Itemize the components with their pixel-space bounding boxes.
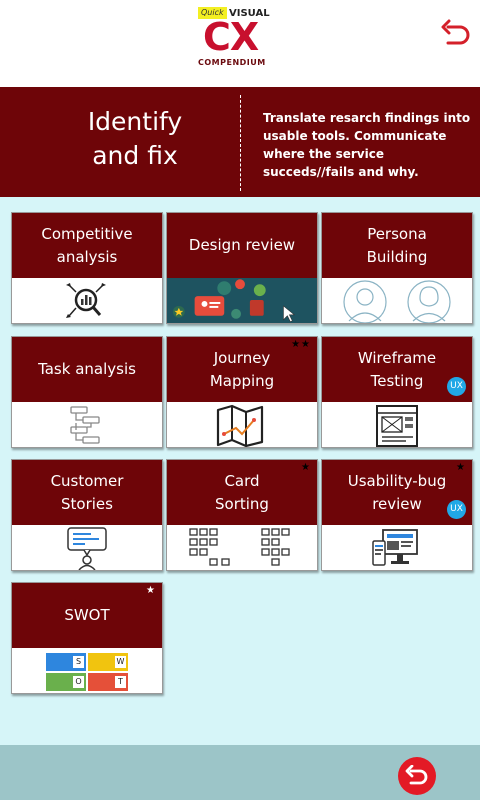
back-arrow-icon[interactable] [440,18,472,50]
section-title: Identify and fix [87,107,183,170]
cx-compendium-logo: Quick VISUAL CX COMPENDIUM [190,4,290,70]
card-customer-stories[interactable]: Customer Stories [11,459,163,571]
card-card-sorting[interactable]: Card Sorting ★ [166,459,318,571]
card-task-analysis[interactable]: Task analysis [11,336,163,448]
section-description: Translate resarch findings into usable t… [263,111,471,179]
logo-cx: CX [203,15,259,59]
swot-s: S [73,655,84,668]
card-label: Usability-bug review [322,460,472,525]
swot-grid-icon: S W O T [12,648,162,693]
rating-stars: ★ [456,462,466,473]
card-persona-building[interactable]: Persona Building [321,212,473,324]
card-label: Persona Building [322,213,472,278]
card-label: Task analysis [12,337,162,402]
card-label: Card Sorting [167,460,317,525]
card-label: Wireframe Testing [322,337,472,402]
logo-compendium: COMPENDIUM [198,58,266,67]
app-header: Quick VISUAL CX COMPENDIUM [0,0,480,87]
logo-quick: Quick [198,7,227,19]
task-flow-icon [12,402,162,447]
card-swot[interactable]: SWOT ★ S W O T [11,582,163,694]
card-usability-bug-review[interactable]: Usability-bug review ★ UX [321,459,473,571]
story-speech-icon [12,525,162,570]
banner-divider [240,95,241,191]
back-arrow-icon [405,765,428,785]
journey-map-icon [167,402,317,447]
back-button[interactable] [398,757,436,795]
swot-o: O [73,675,84,688]
devices-icon [322,525,472,570]
wireframe-icon [322,402,472,447]
card-wireframe-testing[interactable]: Wireframe Testing UX [321,336,473,448]
card-journey-mapping[interactable]: Journey Mapping ★★ [166,336,318,448]
logo-visual: VISUAL [229,8,270,19]
design-review-illustration [167,278,317,323]
section-banner: Identify and fix Translate resarch findi… [0,87,480,197]
swot-t: T [115,675,126,688]
ux-badge: UX [447,500,466,519]
card-label: Design review [167,213,317,278]
card-label: Journey Mapping [167,337,317,402]
swot-w: W [115,655,126,668]
rating-stars: ★★ [291,339,311,350]
card-label: Customer Stories [12,460,162,525]
card-sort-icon [167,525,317,570]
card-competitive-analysis[interactable]: Competitive analysis [11,212,163,324]
card-design-review[interactable]: Design review [166,212,318,324]
rating-stars: ★ [146,585,156,596]
card-label: Competitive analysis [12,213,162,278]
ux-badge: UX [447,377,466,396]
analysis-magnifier-icon [12,278,162,323]
persona-avatars-icon [322,278,472,323]
rating-stars: ★ [301,462,311,473]
card-label: SWOT [12,583,162,648]
